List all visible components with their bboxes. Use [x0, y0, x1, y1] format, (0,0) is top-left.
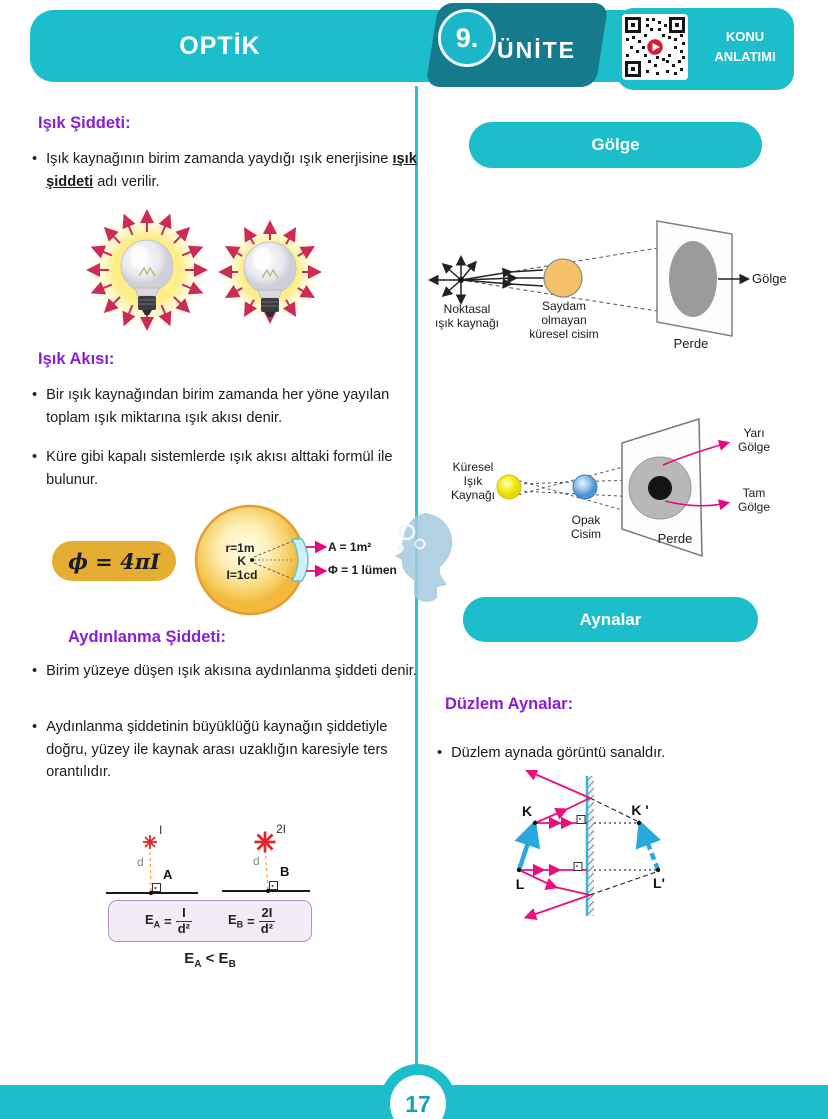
screen-label: Perde	[658, 531, 693, 546]
image-top-label: K '	[631, 802, 648, 818]
bullet-light-intensity: • Işık kaynağının birim zamanda yaydığı …	[32, 148, 418, 193]
illuminance-comparison-diagram: I d A 2I d B	[106, 822, 310, 896]
bullet-flux-2: •Küre gibi kapalı sistemlerde ışık akısı…	[32, 449, 393, 488]
flux-formula-pill: ϕ = 4πI	[52, 541, 176, 581]
umbra-label: Tam Gölge	[737, 486, 771, 514]
spherical-light-source-icon	[496, 474, 522, 500]
shadow-pointer-label: Gölge	[752, 271, 787, 286]
intensity-label: I=1cd	[226, 568, 257, 582]
screen-label: Perde	[674, 336, 709, 351]
virtual-image-arrow	[635, 819, 662, 871]
distance-label-b: d	[253, 854, 260, 868]
bullet-illuminance-1: •Birim yüzeye düşen ışık akısına aydınla…	[32, 663, 417, 679]
plane-mirror-diagram: K K ' L L'	[514, 770, 665, 920]
opaque-object-icon	[572, 474, 598, 500]
radius-label: r=1m	[225, 541, 254, 555]
bullet-marker: •	[32, 151, 38, 167]
image-bottom-label: L'	[653, 875, 665, 891]
flux-sphere-diagram: r=1m K I=1cd	[194, 504, 328, 616]
underlined-term: ışık şiddeti	[46, 151, 417, 190]
bullet-plane-mirror: •Düzlem aynada görüntü sanaldır.	[437, 745, 666, 761]
point-source-icon	[428, 255, 545, 305]
intensity-2i-label: 2I	[276, 822, 286, 836]
spherical-source-shadow-diagram: Perde	[496, 417, 731, 558]
section-pill-mirrors: Aynalar	[463, 597, 758, 642]
opaque-object-label: Saydam olmayan küresel cisim	[529, 299, 599, 341]
section-heading-plane-mirrors: Düzlem Aynalar:	[445, 695, 574, 713]
point-source-icon	[142, 834, 158, 850]
point-source-2i-icon	[253, 830, 277, 854]
qr-caption: KONU ANLATIMI	[714, 29, 776, 65]
spherical-source-label: Küresel Işık Kaynağı	[450, 460, 496, 502]
intensity-i-label: I	[159, 823, 162, 837]
unit-number-badge: 9.	[438, 9, 496, 67]
object-top-label: K	[522, 803, 532, 819]
qr-code	[622, 14, 688, 80]
opaque-object-label-2: Opak Cisim	[571, 513, 601, 541]
comparison-result: EA < EB	[184, 950, 236, 970]
distance-label-a: d	[137, 855, 144, 869]
unit-word: ÜNİTE	[497, 37, 576, 63]
object-bottom-label: L	[516, 876, 525, 892]
section-heading-light-intensity: Işık Şiddeti:	[38, 114, 131, 132]
section-pill-shadow: Gölge	[469, 122, 762, 168]
mirror-surface	[587, 776, 594, 916]
source-label: K	[237, 554, 246, 568]
point-source-shadow-diagram: Gölge Perde	[428, 220, 787, 351]
bullet-flux-1: •Bir ışık kaynağından birim zamanda her …	[32, 387, 390, 426]
bright-bulb-icon	[87, 210, 207, 330]
light-bulbs-illustration	[87, 210, 320, 330]
area-value-label: A = 1m²	[328, 540, 372, 554]
opaque-sphere-icon	[543, 258, 583, 298]
penumbra-label: Yarı Gölge	[737, 426, 771, 454]
lumen-value-label: Φ = 1 lümen	[328, 563, 397, 577]
unit-area-patch	[290, 538, 309, 582]
umbra-circle	[648, 476, 672, 500]
point-a-label: A	[163, 867, 173, 882]
page-number: 17	[390, 1075, 446, 1119]
object-arrow	[514, 819, 541, 871]
shadow-ellipse	[669, 241, 717, 317]
dim-bulb-icon	[220, 222, 320, 322]
section-heading-light-flux: Işık Akısı:	[38, 350, 115, 368]
bullet-illuminance-2: •Aydınlanma şiddetinin büyüklüğü kaynağı…	[32, 719, 388, 781]
brand-watermark-icon	[395, 513, 453, 602]
section-heading-illuminance: Aydınlanma Şiddeti:	[68, 628, 226, 646]
page-title: OPTİK	[179, 31, 261, 60]
point-b-label: B	[280, 864, 289, 879]
point-source-label: Noktasal ışık kaynağı	[434, 302, 500, 330]
